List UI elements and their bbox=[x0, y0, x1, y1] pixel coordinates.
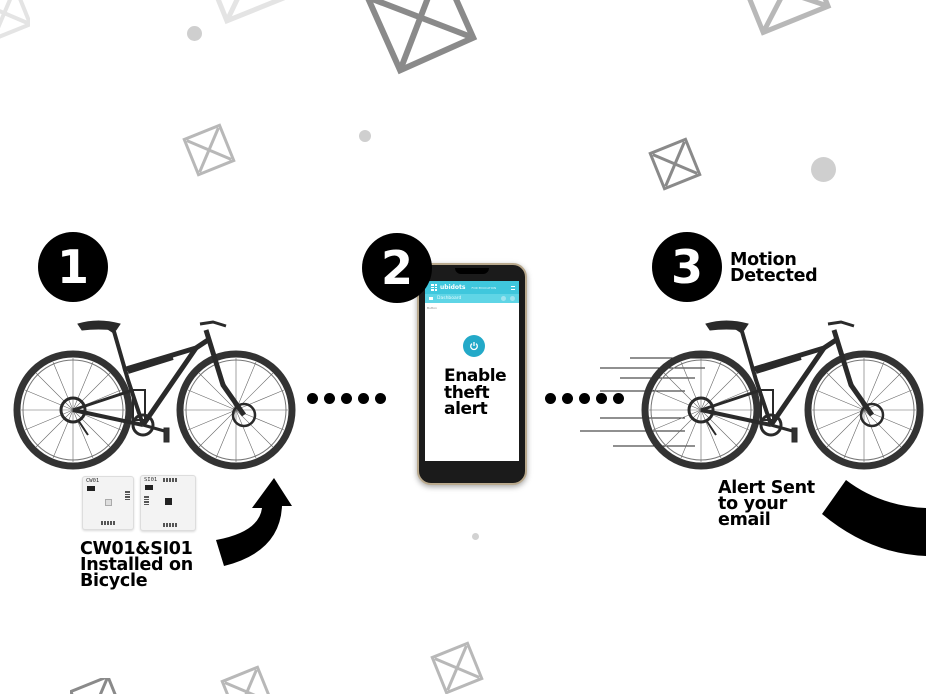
ubidots-app-screen: ubidots FOR EDUCATION Dashboard Button E… bbox=[425, 281, 519, 461]
envelope-icon bbox=[648, 137, 702, 191]
step-2-badge: 2 bbox=[362, 233, 432, 303]
connector-dots-2-3 bbox=[545, 393, 624, 404]
board-label: CW01 bbox=[86, 478, 100, 484]
step-number: 1 bbox=[56, 240, 89, 294]
board-label: SI01 bbox=[144, 477, 158, 483]
caption-line: CW01&SI01 bbox=[80, 539, 193, 559]
caption-line: Enable bbox=[444, 366, 507, 386]
app-name: ubidots bbox=[440, 284, 466, 291]
step-2-caption: Enable theft alert bbox=[444, 366, 507, 420]
caption-line: to your bbox=[718, 494, 787, 515]
smartphone: ubidots FOR EDUCATION Dashboard Button E… bbox=[417, 263, 527, 485]
heading-line: Detected bbox=[730, 266, 818, 287]
curved-arrow-icon bbox=[822, 480, 926, 556]
background-dot bbox=[187, 26, 202, 41]
step-3-badge: 3 bbox=[652, 232, 722, 302]
cw01-board: CW01 bbox=[82, 476, 134, 530]
widget-label: Button bbox=[427, 306, 438, 310]
caption-line: alert bbox=[444, 399, 488, 420]
step-number: 3 bbox=[670, 240, 703, 294]
envelope-icon bbox=[205, 0, 286, 25]
background-dot bbox=[472, 533, 479, 540]
app-header: ubidots FOR EDUCATION bbox=[425, 281, 519, 294]
connector-dots-1-2 bbox=[307, 393, 386, 404]
motion-lines bbox=[580, 357, 715, 447]
step-1-caption: CW01&SI01 Installed on Bicycle bbox=[80, 539, 193, 592]
power-button[interactable] bbox=[463, 335, 485, 357]
step-3-caption: Alert Sent to your email bbox=[718, 478, 815, 531]
settings-icon[interactable] bbox=[501, 296, 506, 301]
dashboard-bar: Dashboard bbox=[425, 294, 519, 303]
caption-line: theft bbox=[444, 382, 490, 403]
si01-board: SI01 bbox=[140, 475, 196, 531]
heading-line: Motion bbox=[730, 250, 797, 270]
envelope-icon bbox=[430, 641, 484, 694]
caption-line: Alert Sent bbox=[718, 478, 815, 498]
envelope-icon bbox=[363, 0, 478, 75]
ubidots-logo-icon bbox=[431, 284, 437, 291]
step-3-heading: Motion Detected bbox=[730, 250, 818, 287]
curved-arrow-icon bbox=[216, 478, 292, 566]
nav-label[interactable]: Dashboard bbox=[437, 296, 462, 301]
step-1-badge: 1 bbox=[38, 232, 108, 302]
envelope-icon bbox=[737, 0, 832, 36]
envelope-icon bbox=[70, 678, 120, 694]
dashboard-icon bbox=[429, 297, 433, 300]
caption-line: Installed on bbox=[80, 555, 193, 576]
power-icon bbox=[470, 342, 478, 351]
envelope-icon bbox=[182, 123, 236, 177]
bicycle-illustration bbox=[641, 320, 924, 470]
caption-line: Bicycle bbox=[80, 571, 148, 592]
envelope-icon bbox=[0, 0, 30, 42]
step-number: 2 bbox=[380, 241, 413, 295]
app-subtitle: FOR EDUCATION bbox=[471, 285, 497, 290]
background-dot bbox=[811, 157, 836, 182]
menu-icon[interactable] bbox=[511, 285, 515, 290]
envelope-icon bbox=[220, 665, 274, 694]
background-dot bbox=[359, 130, 371, 142]
calendar-icon[interactable] bbox=[510, 296, 515, 301]
caption-line: email bbox=[718, 510, 771, 531]
bicycle-illustration bbox=[13, 320, 296, 470]
